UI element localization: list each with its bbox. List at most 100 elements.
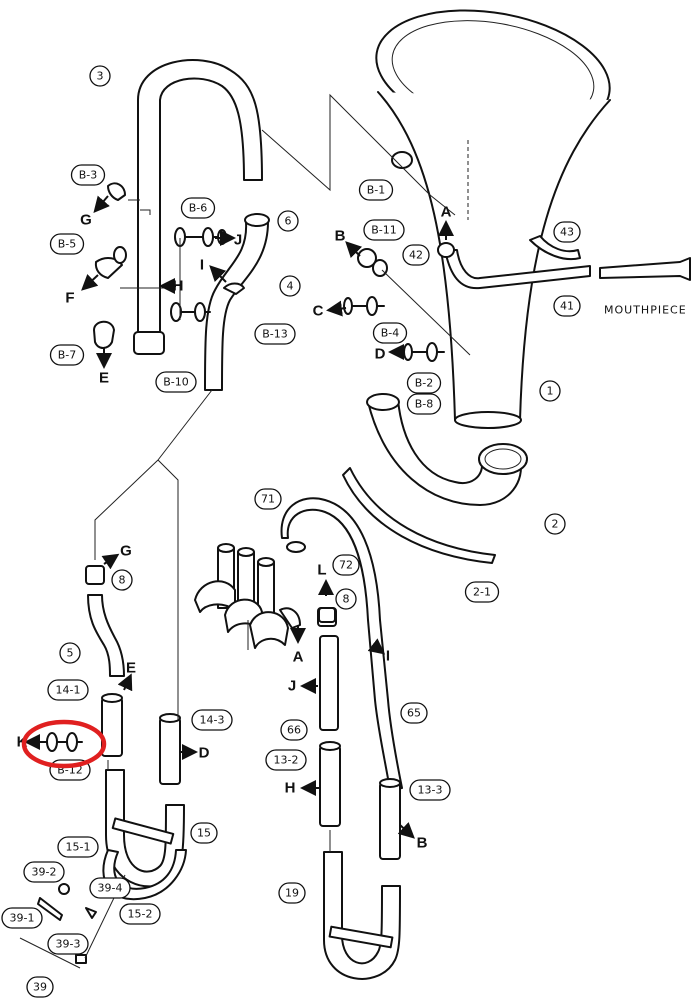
label-bubble-13-2 [265,749,307,771]
label-bubble-14-3 [191,709,233,731]
label-bubble-2-1 [464,581,500,603]
tube-3-part [128,59,263,355]
connection-letter-d: D [199,745,210,762]
part-number-13-3: 13-3 [418,784,443,797]
valve-cluster-part [194,543,301,649]
part-number-b-3: B-3 [79,169,98,182]
leadpipe-part [444,235,691,290]
part-number-b-5: B-5 [58,238,77,251]
part-number-41: 41 [560,300,574,313]
part-number-65: 65 [407,707,421,720]
part-number-b-10: B-10 [163,376,189,389]
connection-letter-i: I [386,648,390,665]
label-bubble-71 [254,488,282,510]
label-bubble-1 [539,380,561,402]
part-number-b-11: B-11 [371,224,397,237]
part-number-42: 42 [409,249,423,262]
part-number-19: 19 [285,887,299,900]
label-bubble-13-3 [409,779,451,801]
connection-letter-e: E [99,370,109,387]
label-bubble-b-13 [254,323,296,345]
label-bubble-39-3 [47,933,89,955]
connection-letter-h: H [285,780,296,797]
part-number-15-2: 15-2 [128,908,153,921]
part-number-5: 5 [67,647,74,660]
part-number-39-4: 39-4 [98,882,123,895]
tube-13-2-part [319,741,341,827]
part-number-15: 15 [197,827,211,840]
label-bubble-43 [553,221,581,243]
tube-15-part [105,769,185,888]
connection-letter-h: H [173,278,184,295]
label-bubble-4 [279,275,301,297]
connection-letter-d: D [375,346,386,363]
label-bubble-5 [59,642,81,664]
label-bubble-b-11 [363,219,405,241]
part-number-15-1: 15-1 [66,841,91,854]
part-number-39-1: 39-1 [10,912,35,925]
part-number-b-4: B-4 [381,327,400,340]
label-bubble-19 [278,882,306,904]
part-number-72: 72 [339,559,353,572]
label-bubble-41 [553,295,581,317]
connection-letter-l: L [317,562,326,579]
part-number-6: 6 [285,215,292,228]
label-bubble-3 [89,65,111,87]
part-number-b-13: B-13 [262,328,288,341]
bell-part [375,9,611,429]
part-number-3: 3 [97,70,104,83]
connection-arrows [24,195,454,839]
part-number-66: 66 [287,724,301,737]
label-bubble-b-8 [406,393,442,415]
label-bubble-72 [332,554,360,576]
connection-letter-a: A [441,204,452,221]
highlight-circle [21,719,107,769]
tube-19-part [323,851,401,980]
part-number-1: 1 [547,385,554,398]
part-number-71: 71 [261,493,275,506]
label-bubble-6 [277,210,299,232]
connection-letter-g: G [120,543,132,560]
tube-14-3-part [159,713,181,785]
label-bubble-39-2 [23,861,65,883]
connection-letter-g: G [80,212,92,229]
connection-letter-j: J [288,678,296,695]
part-number-14-3: 14-3 [200,714,225,727]
label-bubble-15-2 [119,903,161,925]
tube-71-part [280,497,403,791]
label-bubble-b-5 [49,233,85,255]
connection-letter-i: I [200,257,204,274]
connection-letter-b: B [417,835,428,852]
label-bubble-39-4 [89,877,131,899]
connection-letter-c: C [313,303,324,320]
part-number-8: 8 [343,593,350,606]
label-bubble-42 [402,244,430,266]
label-bubble-b-1 [358,179,394,201]
label-bubble-39-1 [1,907,43,929]
mouthpiece-part [599,257,691,281]
part-number-b-7: B-7 [58,349,77,362]
part-number-b-1: B-1 [367,184,386,197]
tube-13-3-part [379,778,401,860]
label-bubble-8 [335,588,357,610]
part-number-b-8: B-8 [415,398,434,411]
label-bubble-b-2 [406,372,442,394]
label-bubble-39 [26,976,54,998]
mouthpiece-label: MOUTHPIECE [604,304,687,317]
part-number-39: 39 [33,981,47,994]
part-number-14-1: 14-1 [56,684,81,697]
label-bubble-b-4 [372,322,408,344]
label-bubble-15 [190,822,218,844]
part-number-8: 8 [119,574,126,587]
label-bubble-8 [111,569,133,591]
part-number-2: 2 [552,518,559,531]
part-number-2-1: 2-1 [473,586,491,599]
part-number-b-2: B-2 [415,377,434,390]
label-bubble-b-3 [70,164,106,186]
tube-14-1-part [101,693,123,757]
connection-letter-f: F [65,290,74,307]
label-bubble-2 [544,513,566,535]
connection-letter-e: E [126,660,136,677]
